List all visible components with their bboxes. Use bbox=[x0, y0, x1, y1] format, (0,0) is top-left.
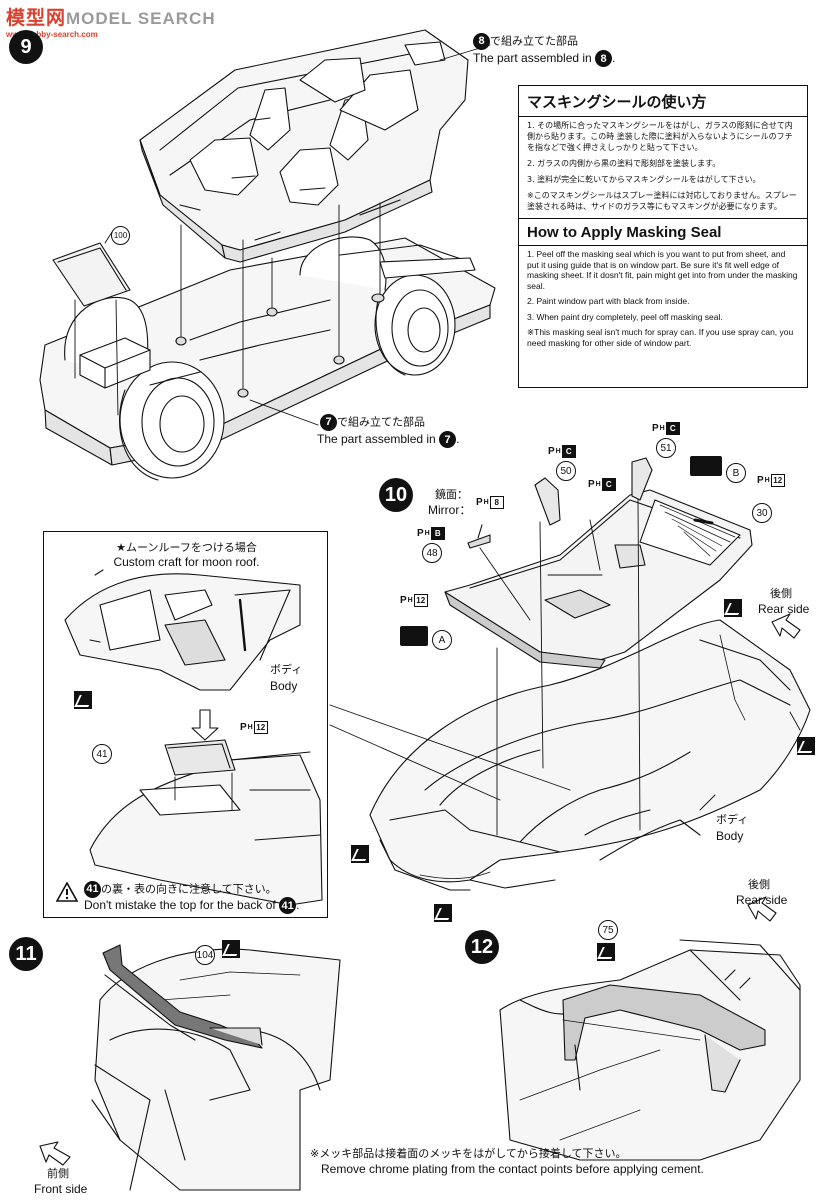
step-9-badge: 9 bbox=[9, 30, 43, 64]
moonroof-body-jp: ボディ bbox=[270, 663, 303, 676]
ref-step8-jp-text: で組み立てた部品 bbox=[490, 34, 578, 48]
chassis-drawing bbox=[39, 236, 496, 481]
step9-guide-lines bbox=[74, 44, 491, 426]
rear-side-en-10: Rear side bbox=[758, 602, 810, 616]
masking-step-jp-2: 2. ガラスの内側から黒の塗料で彫刻部を塗装します。 bbox=[527, 159, 721, 168]
ref-step7-badge: 7 bbox=[320, 414, 337, 431]
rear-side-jp-12: 後側 bbox=[748, 878, 770, 891]
ref-step7-en-badge: 7 bbox=[439, 431, 457, 449]
masking-note-en: ※This masking seal isn't much for spray … bbox=[527, 327, 794, 348]
ref-step7-en: The part assembled in 7. bbox=[317, 431, 459, 449]
front-side-en: Front side bbox=[34, 1182, 88, 1196]
part-75-label: 75 bbox=[598, 920, 618, 940]
warning-en-part-41-badge: 41 bbox=[279, 897, 297, 915]
part-100-label: 100 bbox=[111, 226, 130, 245]
watermark: 模型网MODEL SEARCH www.hobby-search.com bbox=[6, 3, 216, 39]
ref-step7-en-text: The part assembled in bbox=[317, 432, 436, 446]
moonroof-title-jp: ★ムーンルーフをつける場合 bbox=[116, 541, 257, 554]
moonroof-lower-drawing bbox=[89, 709, 323, 906]
step10-guide-lines bbox=[329, 499, 801, 836]
warning-part-41-badge: 41 bbox=[84, 881, 101, 898]
masking-seal-b-icon bbox=[690, 456, 722, 476]
part-30-label: 30 bbox=[752, 503, 772, 523]
masking-step-en-3: 3. When paint dry completely, peel off m… bbox=[527, 311, 723, 322]
ref-step8-en-text: The part assembled in bbox=[473, 51, 592, 65]
step12-drawing bbox=[499, 939, 801, 1161]
body-jp-10: ボディ bbox=[716, 813, 749, 826]
part-41-label: 41 bbox=[92, 744, 112, 764]
cement-icon bbox=[434, 904, 452, 922]
moonroof-box: ★ムーンルーフをつける場合 Custom craft for moon roof… bbox=[43, 531, 328, 918]
masking-steps-en: 1. Peel off the masking seal which is yo… bbox=[519, 246, 807, 350]
cement-icon bbox=[597, 943, 615, 961]
ref-step8-en: The part assembled in 8. bbox=[473, 50, 615, 68]
body-en-10: Body bbox=[716, 829, 744, 843]
moonroof-warning-en: Don't mistake the top for the back of 41… bbox=[84, 897, 299, 915]
step-11-badge: 11 bbox=[9, 937, 43, 971]
masking-step-jp-1: 1. その場所に合ったマスキングシールをはがし、ガラスの彫刻に合せて内側から貼り… bbox=[527, 121, 793, 152]
watermark-domain: www.hobby-search.com bbox=[6, 30, 98, 39]
front-side-jp: 前側 bbox=[47, 1167, 69, 1180]
mirror-label-jp: 鏡面： bbox=[435, 488, 468, 501]
mirror-48-drawing bbox=[467, 524, 491, 549]
masking-step-en-1: 1. Peel off the masking seal which is yo… bbox=[527, 249, 798, 291]
marker-b: B bbox=[726, 463, 746, 483]
masking-step-en-2: 2. Paint window part with black from ins… bbox=[527, 296, 690, 306]
masking-step-jp-3: 3. 塗料が完全に乾いてからマスキングシールをはがして下さい。 bbox=[527, 175, 761, 184]
rear-arrow-step12 bbox=[747, 896, 777, 922]
body-shell-drawing bbox=[369, 619, 811, 891]
part-104-label: 104 bbox=[195, 945, 215, 965]
step-12-badge: 12 bbox=[465, 930, 499, 964]
part-100-drawing bbox=[52, 242, 131, 307]
masking-note-jp: ※このマスキングシールはスプレー塗料には対応しておりません。スプレー塗装される時… bbox=[527, 191, 797, 211]
cement-icon bbox=[74, 691, 92, 709]
masking-seal-a-icon bbox=[400, 626, 428, 646]
step11-drawing bbox=[91, 944, 341, 1191]
masking-seal-box: マスキングシールの使い方 1. その場所に合ったマスキングシールをはがし、ガラス… bbox=[518, 85, 808, 388]
part-51-label: 51 bbox=[656, 438, 676, 458]
parts-50-51-drawing bbox=[534, 457, 653, 526]
moonroof-upper-drawing bbox=[64, 569, 301, 691]
ref-step7-jp-text: で組み立てた部品 bbox=[337, 415, 425, 429]
part-50-label: 50 bbox=[556, 461, 576, 481]
chrome-note-en: Remove chrome plating from the contact p… bbox=[321, 1162, 704, 1176]
step-10-badge: 10 bbox=[379, 478, 413, 512]
cement-icon bbox=[222, 940, 240, 958]
masking-title-jp: マスキングシールの使い方 bbox=[519, 86, 807, 117]
moonroof-body-en: Body bbox=[270, 679, 298, 693]
cement-icon bbox=[797, 737, 815, 755]
moonroof-title-en: Custom craft for moon roof. bbox=[113, 555, 260, 569]
rear-side-en-12: Rear side bbox=[736, 893, 788, 907]
front-arrow-step11 bbox=[39, 1141, 71, 1166]
mirror-label-en: Mirror： bbox=[428, 503, 472, 517]
part-48-label: 48 bbox=[422, 543, 442, 563]
ref-step8-en-badge: 8 bbox=[595, 50, 613, 68]
cement-icon bbox=[724, 599, 742, 617]
rear-side-jp-10: 後側 bbox=[770, 587, 792, 600]
masking-steps-jp: 1. その場所に合ったマスキングシールをはがし、ガラスの彫刻に合せて内側から貼り… bbox=[519, 117, 807, 214]
chrome-note-jp: ※メッキ部品は接着面のメッキをはがしてから接着して下さい。 bbox=[310, 1147, 627, 1160]
masking-title-en: How to Apply Masking Seal bbox=[519, 218, 807, 246]
cement-icon bbox=[351, 845, 369, 863]
warning-icon bbox=[55, 881, 79, 906]
ref-step8-badge: 8 bbox=[473, 33, 490, 50]
watermark-brand-en: MODEL SEARCH bbox=[66, 9, 216, 28]
marker-a: A bbox=[432, 630, 452, 650]
watermark-brand-cn: 模型网 bbox=[6, 8, 67, 29]
interior-tub-drawing bbox=[139, 29, 469, 263]
rear-arrow-step10 bbox=[771, 613, 801, 639]
